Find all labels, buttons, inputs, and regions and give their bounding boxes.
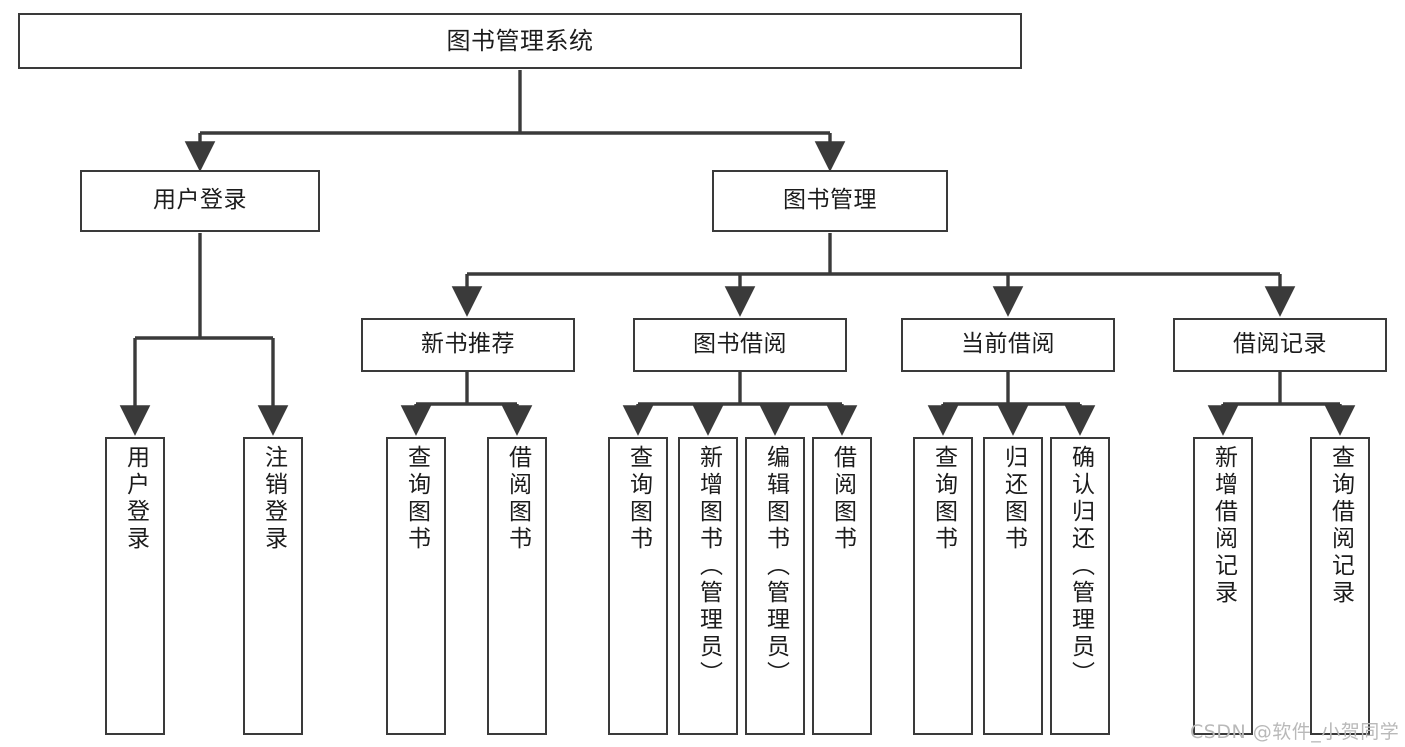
node-user-login-label: 用户登录 xyxy=(153,187,247,214)
node-leaf-borrow-book-2-label: 借阅图书 xyxy=(829,445,856,553)
node-leaf-add-book-label: 新增图书（管理员） xyxy=(695,445,722,688)
node-leaf-query-record[interactable]: 查询借阅记录 xyxy=(1310,437,1370,735)
node-leaf-add-book[interactable]: 新增图书（管理员） xyxy=(678,437,738,735)
node-leaf-query-book-2[interactable]: 查询图书 xyxy=(608,437,668,735)
node-leaf-confirm-return[interactable]: 确认归还（管理员） xyxy=(1050,437,1110,735)
watermark-text: CSDN @软件_小贺同学 xyxy=(1190,721,1400,743)
node-leaf-user-logout-label: 注销登录 xyxy=(260,445,287,553)
node-leaf-return-book[interactable]: 归还图书 xyxy=(983,437,1043,735)
node-book-manage[interactable]: 图书管理 xyxy=(712,170,948,232)
node-leaf-borrow-book-1-label: 借阅图书 xyxy=(504,445,531,553)
node-book-manage-label: 图书管理 xyxy=(783,187,877,214)
node-leaf-edit-book-label: 编辑图书（管理员） xyxy=(762,445,789,688)
node-leaf-add-record[interactable]: 新增借阅记录 xyxy=(1193,437,1253,735)
node-leaf-query-record-label: 查询借阅记录 xyxy=(1327,445,1354,607)
node-leaf-query-book-2-label: 查询图书 xyxy=(625,445,652,553)
node-leaf-query-book-3[interactable]: 查询图书 xyxy=(913,437,973,735)
node-new-book-recommend-label: 新书推荐 xyxy=(421,331,515,358)
node-leaf-query-book-3-label: 查询图书 xyxy=(930,445,957,553)
node-leaf-user-login-label: 用户登录 xyxy=(122,445,149,553)
node-leaf-borrow-book-1[interactable]: 借阅图书 xyxy=(487,437,547,735)
node-book-borrow-label: 图书借阅 xyxy=(693,331,787,358)
node-leaf-query-book-1[interactable]: 查询图书 xyxy=(386,437,446,735)
node-borrow-record[interactable]: 借阅记录 xyxy=(1173,318,1387,372)
node-user-login[interactable]: 用户登录 xyxy=(80,170,320,232)
node-current-borrow[interactable]: 当前借阅 xyxy=(901,318,1115,372)
node-leaf-add-record-label: 新增借阅记录 xyxy=(1210,445,1237,607)
node-root[interactable]: 图书管理系统 xyxy=(18,13,1022,69)
node-leaf-borrow-book-2[interactable]: 借阅图书 xyxy=(812,437,872,735)
node-new-book-recommend[interactable]: 新书推荐 xyxy=(361,318,575,372)
node-leaf-confirm-return-label: 确认归还（管理员） xyxy=(1067,445,1094,688)
node-leaf-edit-book[interactable]: 编辑图书（管理员） xyxy=(745,437,805,735)
node-leaf-user-logout[interactable]: 注销登录 xyxy=(243,437,303,735)
node-book-borrow[interactable]: 图书借阅 xyxy=(633,318,847,372)
node-current-borrow-label: 当前借阅 xyxy=(961,331,1055,358)
node-root-label: 图书管理系统 xyxy=(446,26,594,55)
node-leaf-user-login[interactable]: 用户登录 xyxy=(105,437,165,735)
node-leaf-query-book-1-label: 查询图书 xyxy=(403,445,430,553)
node-leaf-return-book-label: 归还图书 xyxy=(1000,445,1027,553)
node-borrow-record-label: 借阅记录 xyxy=(1233,331,1327,358)
